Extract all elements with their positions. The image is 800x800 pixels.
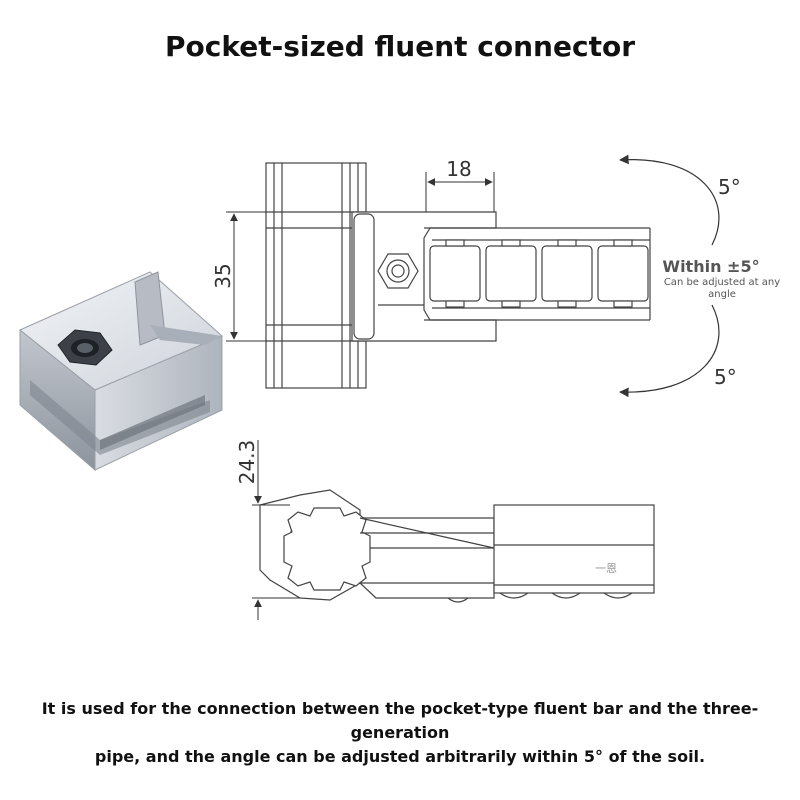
dimension-24-3-label: 24.3 xyxy=(235,440,259,485)
angle-note-line1: Can be adjusted at any xyxy=(664,277,780,288)
watermark-text: 一恩 xyxy=(595,562,617,575)
angle-range-label: Within ±5° xyxy=(662,257,759,276)
dimension-24-3: 24.3 xyxy=(235,440,300,620)
dimension-35: 35 xyxy=(211,211,266,342)
top-view-drawing xyxy=(265,162,651,389)
angle-top-label: 5° xyxy=(718,175,741,199)
usage-caption-line1: It is used for the connection between th… xyxy=(41,699,759,742)
connector-3d-render xyxy=(19,271,223,472)
angle-bottom-label: 5° xyxy=(714,365,737,389)
dimension-35-label: 35 xyxy=(211,263,235,288)
dimension-18: 18 xyxy=(425,157,495,212)
page-title: Pocket-sized fluent connector xyxy=(164,30,636,63)
dimension-18-label: 18 xyxy=(446,157,471,181)
hex-bolt-3d xyxy=(57,329,113,366)
side-view-drawing: 一恩 xyxy=(259,489,655,603)
usage-caption-line2: pipe, and the angle can be adjusted arbi… xyxy=(94,747,706,766)
angle-note-line2: angle xyxy=(708,289,736,300)
angle-annotation: 5° 5° Within ±5° Can be adjusted at any … xyxy=(619,154,780,398)
usage-caption: It is used for the connection between th… xyxy=(20,697,780,769)
